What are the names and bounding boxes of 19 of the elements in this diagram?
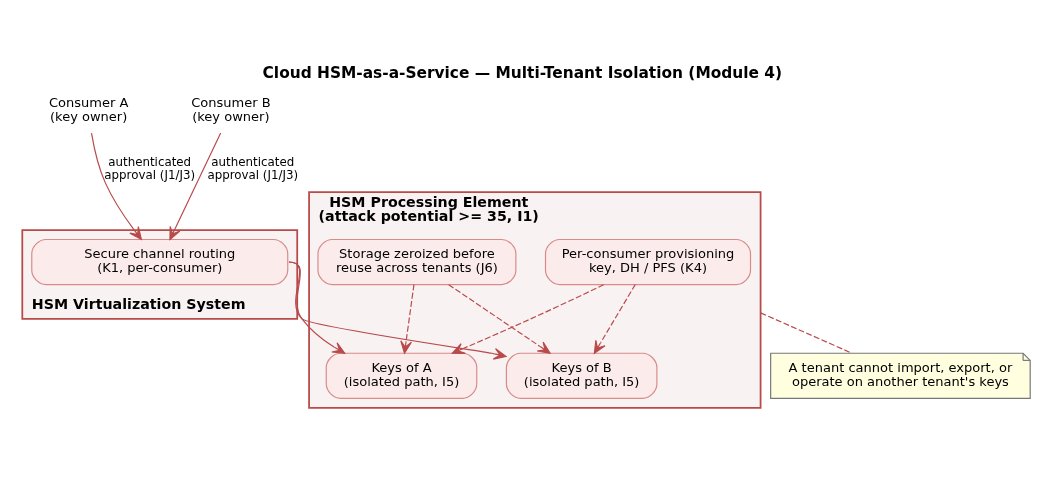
arrow [90,132,142,240]
node-box: Keys of B (isolated path, I5) [505,352,658,399]
node-text: Consumer A (key owner) [48,94,129,124]
arrow [451,284,605,355]
node-box: Keys of A (isolated path, I5) [325,352,478,399]
edge-label: authenticated approval (J1/J3) [207,155,299,183]
edge-label: authenticated approval (J1/J3) [104,155,196,183]
arrow [288,261,507,360]
node-box: Storage zeroized before reuse across tenants (J6) [317,238,517,286]
arrow [169,132,222,241]
diagram-title: Cloud HSM-as-a-Service — Multi-Tenant Isolation (Module 4) [262,63,783,82]
node-box: Per-consumer provisioning key, DH / PFS (K4) [544,238,752,286]
node-text: Consumer B (key owner) [191,94,271,124]
connector [760,312,853,354]
arrow [400,284,415,354]
arrow [448,284,551,354]
arrow [288,261,346,354]
node-box: Secure channel routing (K1, per-consumer) [31,238,289,286]
arrow [593,284,636,354]
